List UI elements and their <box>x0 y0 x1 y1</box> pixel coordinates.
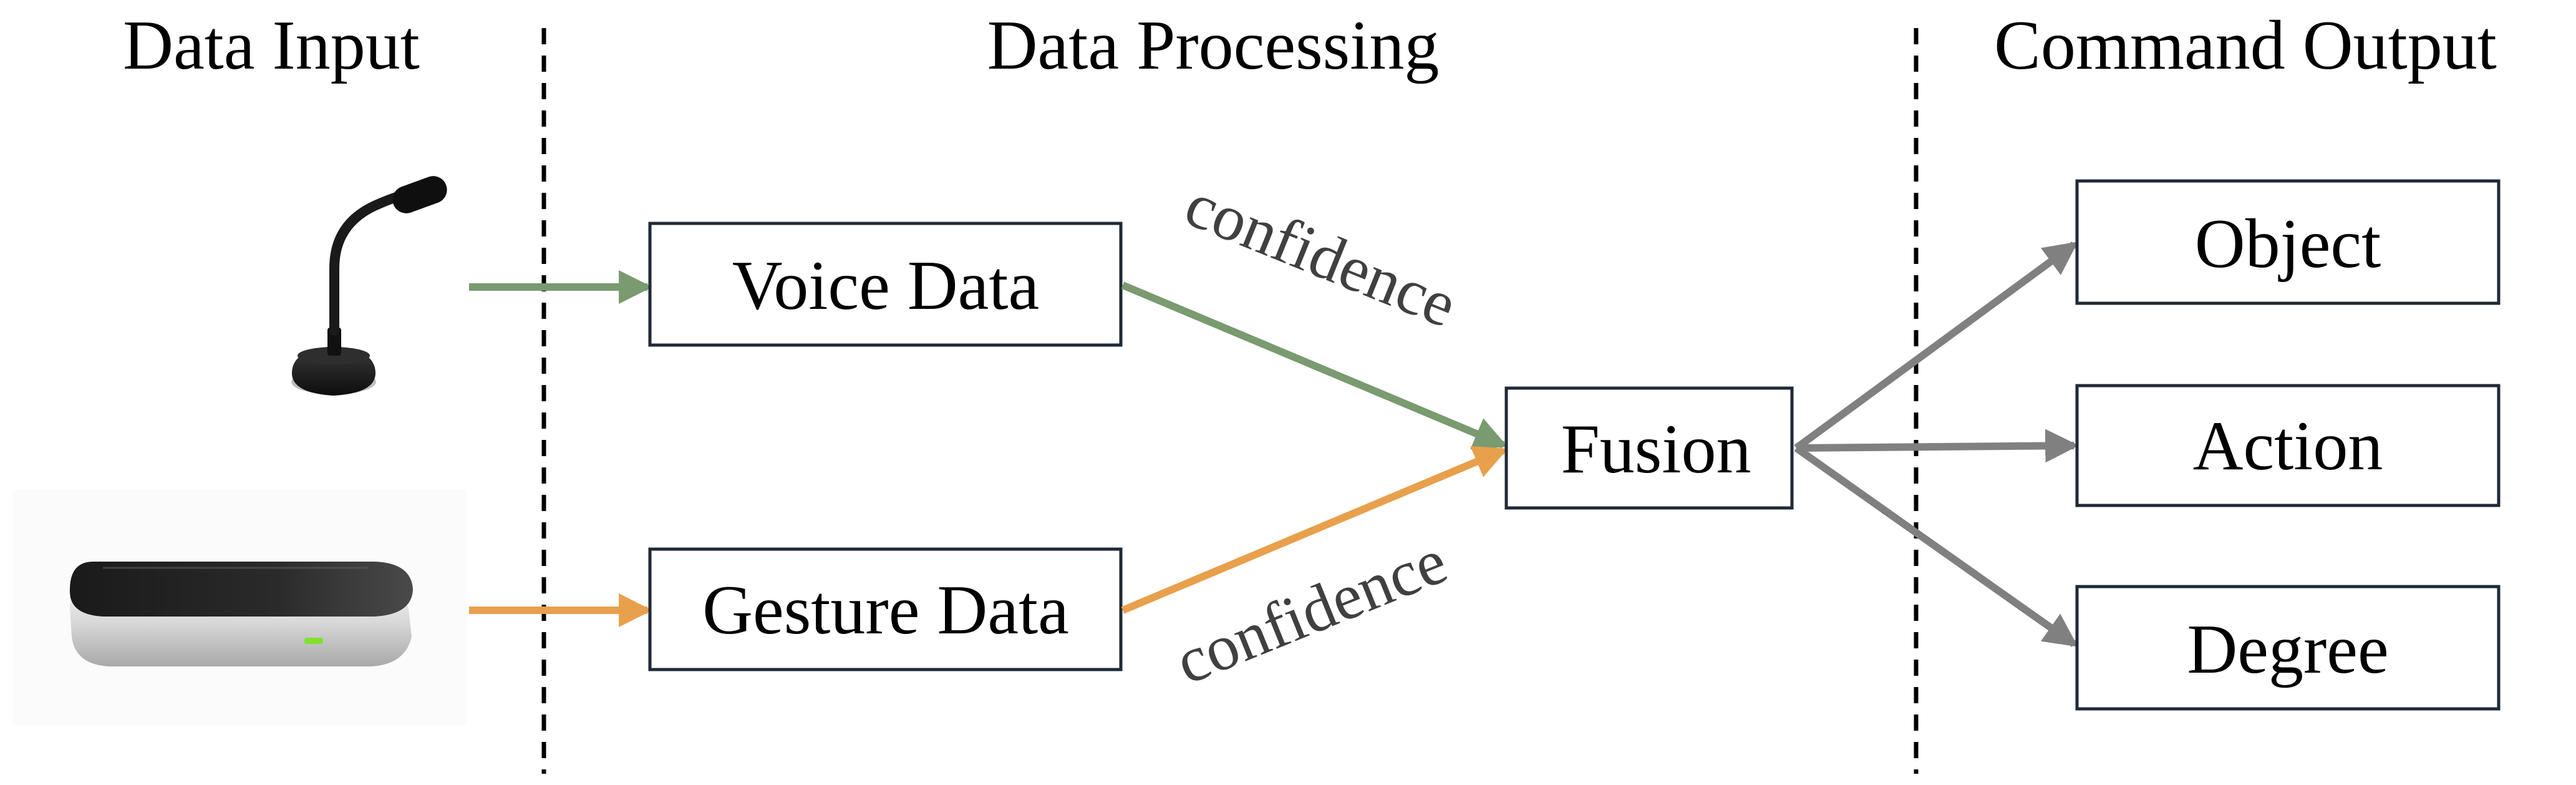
output-arrow-degree <box>1794 445 2078 647</box>
section-title-data-processing: Data Processing <box>987 7 1440 84</box>
degree-node: Degree <box>2075 585 2501 711</box>
fusion-label: Fusion <box>1561 411 1751 488</box>
gesture-data-node: Gesture Data <box>648 547 1123 671</box>
section-title-command-output: Command Output <box>1994 7 2497 84</box>
output-arrow-action <box>1796 429 2080 463</box>
action-node: Action <box>2075 384 2501 507</box>
section-title-data-input: Data Input <box>123 7 420 84</box>
fusion-node: Fusion <box>1504 386 1794 510</box>
object-label: Object <box>2195 205 2381 283</box>
voice-confidence-arrow <box>1121 281 1508 450</box>
microphone-icon <box>291 176 447 396</box>
voice-confidence-label: confidence <box>1176 168 1466 341</box>
degree-label: Degree <box>2187 611 2388 688</box>
voice-data-label: Voice Data <box>732 247 1039 324</box>
voice-data-node: Voice Data <box>648 222 1123 347</box>
gesture-confidence-label: confidence <box>1166 525 1456 698</box>
output-arrow-object <box>1794 241 2078 451</box>
gesture-sensor-icon <box>12 490 467 726</box>
gesture-confidence-arrow <box>1121 446 1508 614</box>
gesture-data-label: Gesture Data <box>702 572 1069 649</box>
object-node: Object <box>2075 179 2501 305</box>
action-label: Action <box>2193 407 2383 485</box>
